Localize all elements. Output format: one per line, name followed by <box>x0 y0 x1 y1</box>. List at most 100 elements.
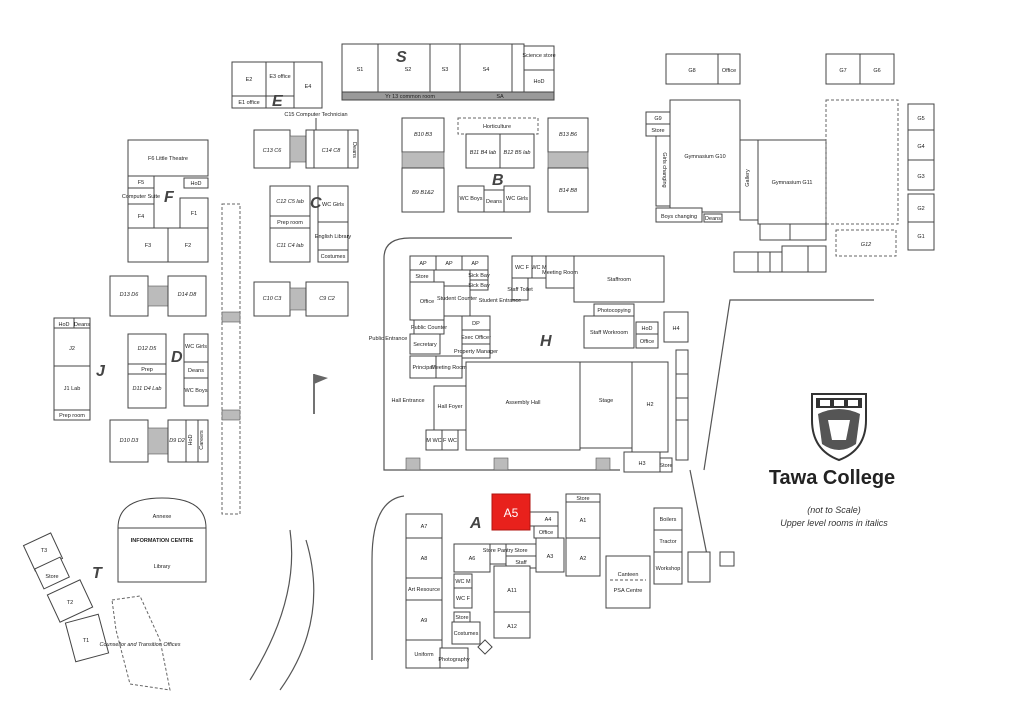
flagpole-icon <box>313 374 328 414</box>
room-d10: D10 D3 <box>120 438 140 444</box>
room-boys-changing: Boys changing <box>661 214 697 220</box>
room-computer-suite: Computer Suite <box>122 194 160 200</box>
room-assembly-hall: Assembly Hall <box>506 400 541 406</box>
room-e1: E1 office <box>238 100 259 106</box>
room-t2: T2 <box>67 600 73 606</box>
block-a: A5 A7 A4 Office Store A1 A8 A6 Store Pan… <box>405 493 601 669</box>
block-h: AP AP AP Store Sick Bay Sick Bay Office … <box>369 237 689 473</box>
room-wc-girls-d: WC Girls <box>185 344 207 350</box>
room-c14: C14 C8 <box>322 148 342 154</box>
room-property-manager: Property Manager <box>454 349 498 355</box>
path-right <box>703 299 874 471</box>
room-g9: G9 <box>654 116 661 122</box>
room-dp: DP <box>472 321 480 327</box>
room-library: Library <box>154 564 171 570</box>
room-exec-officer: Exec Officer <box>461 335 491 341</box>
room-prep-d: Prep <box>141 367 153 373</box>
room-boilers: Boilers <box>660 517 677 523</box>
room-a5-highlight[interactable] <box>491 493 531 531</box>
room-a1: A1 <box>580 518 587 524</box>
room-b13: B13 B6 <box>559 132 578 138</box>
room-c11: C11 C4 lab <box>276 243 303 249</box>
room-b10: B10 B3 <box>414 132 433 138</box>
room-a12: A12 <box>507 624 517 630</box>
room-public-counter: Public Counter <box>411 325 447 331</box>
block-label-t: T <box>92 565 103 582</box>
room-store-h: Store <box>415 274 428 280</box>
room-english-library: English Library <box>315 234 352 240</box>
room-secretary: Secretary <box>413 342 437 348</box>
room-wc-f: WC F <box>515 265 530 271</box>
room-f1: F1 <box>191 211 197 217</box>
room-store-a: Store <box>576 496 589 502</box>
room-wc-f3: WC F <box>456 596 471 602</box>
covered-walkway <box>221 203 241 515</box>
room-hod-s: HoD <box>533 79 544 85</box>
room-d12: D12 D5 <box>138 346 158 352</box>
block-c: C15 Computer Technician C13 C6 C14 C8 De… <box>253 112 359 317</box>
room-wc-f2: F WC <box>443 438 457 444</box>
room-science-store: Science store <box>522 53 555 59</box>
room-staff-toilet: Staff Toilet <box>507 287 533 293</box>
block-g: G8 Office G7 G6 G9 Store Girls changing … <box>645 53 935 273</box>
room-hod-j: HoD <box>58 322 69 328</box>
block-label-a: A <box>469 515 482 532</box>
room-f4: F4 <box>138 214 144 220</box>
room-a9: A9 <box>421 618 428 624</box>
room-t1: T1 <box>83 638 89 644</box>
college-crest-icon <box>811 393 867 462</box>
room-staff-a: Staff <box>515 560 527 566</box>
room-b11: B11 B4 lab <box>470 150 497 156</box>
room-ap-1: AP <box>419 261 427 267</box>
room-office-h2: Office <box>640 339 654 345</box>
room-g3: G3 <box>917 174 924 180</box>
room-wc-girls-c: WC Girls <box>322 202 344 208</box>
room-student-counter: Student Counter <box>437 296 477 302</box>
room-b9: B9 B1&2 <box>412 190 434 196</box>
room-sick-bay-1: Sick Bay <box>468 273 490 279</box>
block-label-j: J <box>96 363 106 380</box>
room-public-entrance: Public Entrance <box>369 336 408 342</box>
path-curve-1 <box>249 529 293 681</box>
room-g12: G12 <box>861 242 871 248</box>
room-f6: F6 Little Theatre <box>148 156 188 162</box>
room-a5-label: A5 <box>504 506 519 520</box>
room-a3: A3 <box>547 554 554 560</box>
room-s2: S2 <box>405 67 412 73</box>
block-b: B10 B3 Horticulture B11 B4 lab B12 B5 la… <box>401 117 589 213</box>
room-g2: G2 <box>917 206 924 212</box>
room-sa: SA <box>496 94 504 100</box>
room-g8: G8 <box>688 68 695 74</box>
note-upper-level: Upper level rooms in italics <box>780 518 888 528</box>
room-hod-d: HoD <box>188 434 194 445</box>
room-careers: Careers <box>199 430 205 450</box>
room-yr13: Yr 13 common room <box>385 94 435 100</box>
room-gym-g10: Gymnasium G10 <box>684 154 725 160</box>
room-wc-m: WC M <box>531 265 547 271</box>
room-meeting-h: Meeting Room <box>431 365 467 371</box>
room-store-h2: Store <box>659 463 672 469</box>
room-g4: G4 <box>917 144 924 150</box>
room-a6: A6 <box>469 556 476 562</box>
room-a7: A7 <box>421 524 428 530</box>
room-horticulture: Horticulture <box>483 124 511 130</box>
room-sick-bay-2: Sick Bay <box>468 283 490 289</box>
room-hod-h: HoD <box>641 326 652 332</box>
block-j: HoD Deans J2 J1 Lab Prep room J <box>53 317 106 421</box>
room-b14: B14 B8 <box>559 188 578 194</box>
room-store-g: Store <box>651 128 664 134</box>
room-meeting-room: Meeting Room <box>542 270 578 276</box>
room-c10: C10 C3 <box>263 296 283 302</box>
room-g5: G5 <box>917 116 924 122</box>
room-girls-changing: Girls changing <box>661 152 667 187</box>
room-tractor: Tractor <box>659 539 676 545</box>
room-annexe: Annexe <box>153 514 172 520</box>
room-student-entrance: Student Entrance <box>479 298 522 304</box>
room-h2: H2 <box>646 402 653 408</box>
room-h3: H3 <box>638 461 645 467</box>
room-e4: E4 <box>305 84 312 90</box>
room-f5: F5 <box>138 180 144 186</box>
block-label-b: B <box>492 172 504 189</box>
room-b12: B12 B5 lab <box>504 150 531 156</box>
room-c9: C9 C2 <box>319 296 335 302</box>
